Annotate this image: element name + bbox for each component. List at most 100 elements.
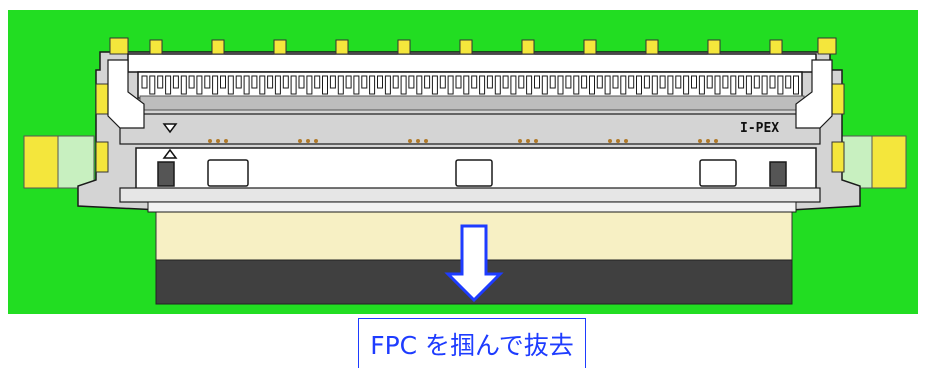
contact-pin <box>259 75 266 95</box>
contact-pin <box>698 75 705 95</box>
top-solder-tab <box>707 39 721 55</box>
contact-dot <box>608 139 612 143</box>
contact-pin <box>306 75 313 95</box>
contact-pin <box>518 75 525 89</box>
contact-pin <box>384 75 391 95</box>
contact-pin <box>400 75 407 95</box>
contact-pin <box>643 75 650 89</box>
contact-pin <box>149 75 156 95</box>
contact-pin <box>738 75 745 89</box>
contact-dot <box>624 139 628 143</box>
contact-pin <box>769 75 776 89</box>
brand-marking: I-PEX <box>740 121 779 136</box>
contact-pin <box>541 75 548 95</box>
top-solder-tab <box>397 39 411 55</box>
contact-pin <box>691 75 697 89</box>
contact-pin <box>322 75 328 95</box>
contact-dot <box>408 139 412 143</box>
contact-pin <box>314 75 321 89</box>
contact-pin <box>165 75 172 95</box>
contact-pin <box>714 75 721 95</box>
contact-pin <box>494 75 501 95</box>
contact-pin <box>298 75 305 89</box>
contact-pin <box>479 75 486 95</box>
connector-body: I-PEX <box>77 37 861 213</box>
contact-pin <box>361 75 368 89</box>
contact-pin <box>455 75 462 89</box>
contact-dot <box>314 139 318 143</box>
contact-pin <box>290 75 297 95</box>
contact-dot <box>424 139 428 143</box>
contact-pin <box>659 75 666 89</box>
contact-pin <box>628 75 635 89</box>
contact-dot <box>298 139 302 143</box>
contact-pin <box>745 75 752 95</box>
contact-pin <box>282 75 289 89</box>
contact-pin <box>722 75 729 89</box>
contact-pin <box>636 75 642 95</box>
contact-pin <box>345 75 352 89</box>
contact-pin <box>220 75 226 89</box>
top-solder-tab <box>273 39 287 55</box>
contact-pin <box>620 75 627 95</box>
contact-pin <box>761 75 768 95</box>
contact-pin <box>565 75 572 89</box>
contact-pin <box>667 75 674 95</box>
top-solder-tab <box>645 39 659 55</box>
contact-pin <box>369 75 376 95</box>
contact-pin <box>793 75 799 95</box>
top-solder-tab <box>521 39 535 55</box>
contact-pin <box>753 75 760 89</box>
contact-dot <box>216 139 220 143</box>
contact-pin <box>604 75 611 95</box>
contact-pin <box>581 75 588 89</box>
contact-pin <box>785 75 792 89</box>
contact-dot <box>706 139 710 143</box>
contact-pin <box>416 75 423 95</box>
contact-pin <box>235 75 242 89</box>
left-side-tab <box>23 135 95 189</box>
latch-clips <box>157 159 787 187</box>
contact-pin <box>777 75 784 95</box>
contact-pin <box>204 75 211 89</box>
triangle-down-marker <box>162 123 178 134</box>
contact-pin <box>447 75 454 95</box>
contact-pin <box>463 75 470 95</box>
contact-pin <box>377 75 383 89</box>
contact-pin <box>172 75 179 89</box>
pull-direction-arrow <box>444 224 504 303</box>
contact-pin <box>589 75 595 95</box>
contact-pin <box>227 75 234 95</box>
contact-pin <box>329 75 336 89</box>
contact-pins <box>141 75 799 95</box>
right-side-tab <box>835 135 907 189</box>
contact-dot <box>616 139 620 143</box>
contact-pin <box>510 75 517 95</box>
contact-dot <box>416 139 420 143</box>
contact-pin <box>534 75 540 89</box>
contact-pin <box>651 75 658 95</box>
contact-pin <box>612 75 619 89</box>
contact-pin <box>502 75 509 89</box>
top-solder-tab <box>149 39 163 55</box>
contact-pin <box>408 75 415 89</box>
contact-dot <box>224 139 228 143</box>
contact-dot <box>534 139 538 143</box>
caption-label: FPC を掴んで抜去 <box>358 318 586 368</box>
contact-pin <box>251 75 258 89</box>
contact-pin <box>188 75 195 89</box>
top-solder-tab <box>459 39 473 55</box>
top-solder-tab <box>583 39 597 55</box>
contact-pin <box>706 75 713 89</box>
contact-pin <box>353 75 360 95</box>
contact-pin <box>267 75 274 89</box>
contact-dot <box>698 139 702 143</box>
contact-pin <box>196 75 203 95</box>
contact-pin <box>157 75 164 89</box>
contact-pin <box>243 75 250 95</box>
top-solder-tab <box>769 39 783 55</box>
contact-pin <box>573 75 580 95</box>
contact-pin <box>337 75 344 95</box>
contact-pin <box>486 75 493 89</box>
contact-pin <box>424 75 431 89</box>
